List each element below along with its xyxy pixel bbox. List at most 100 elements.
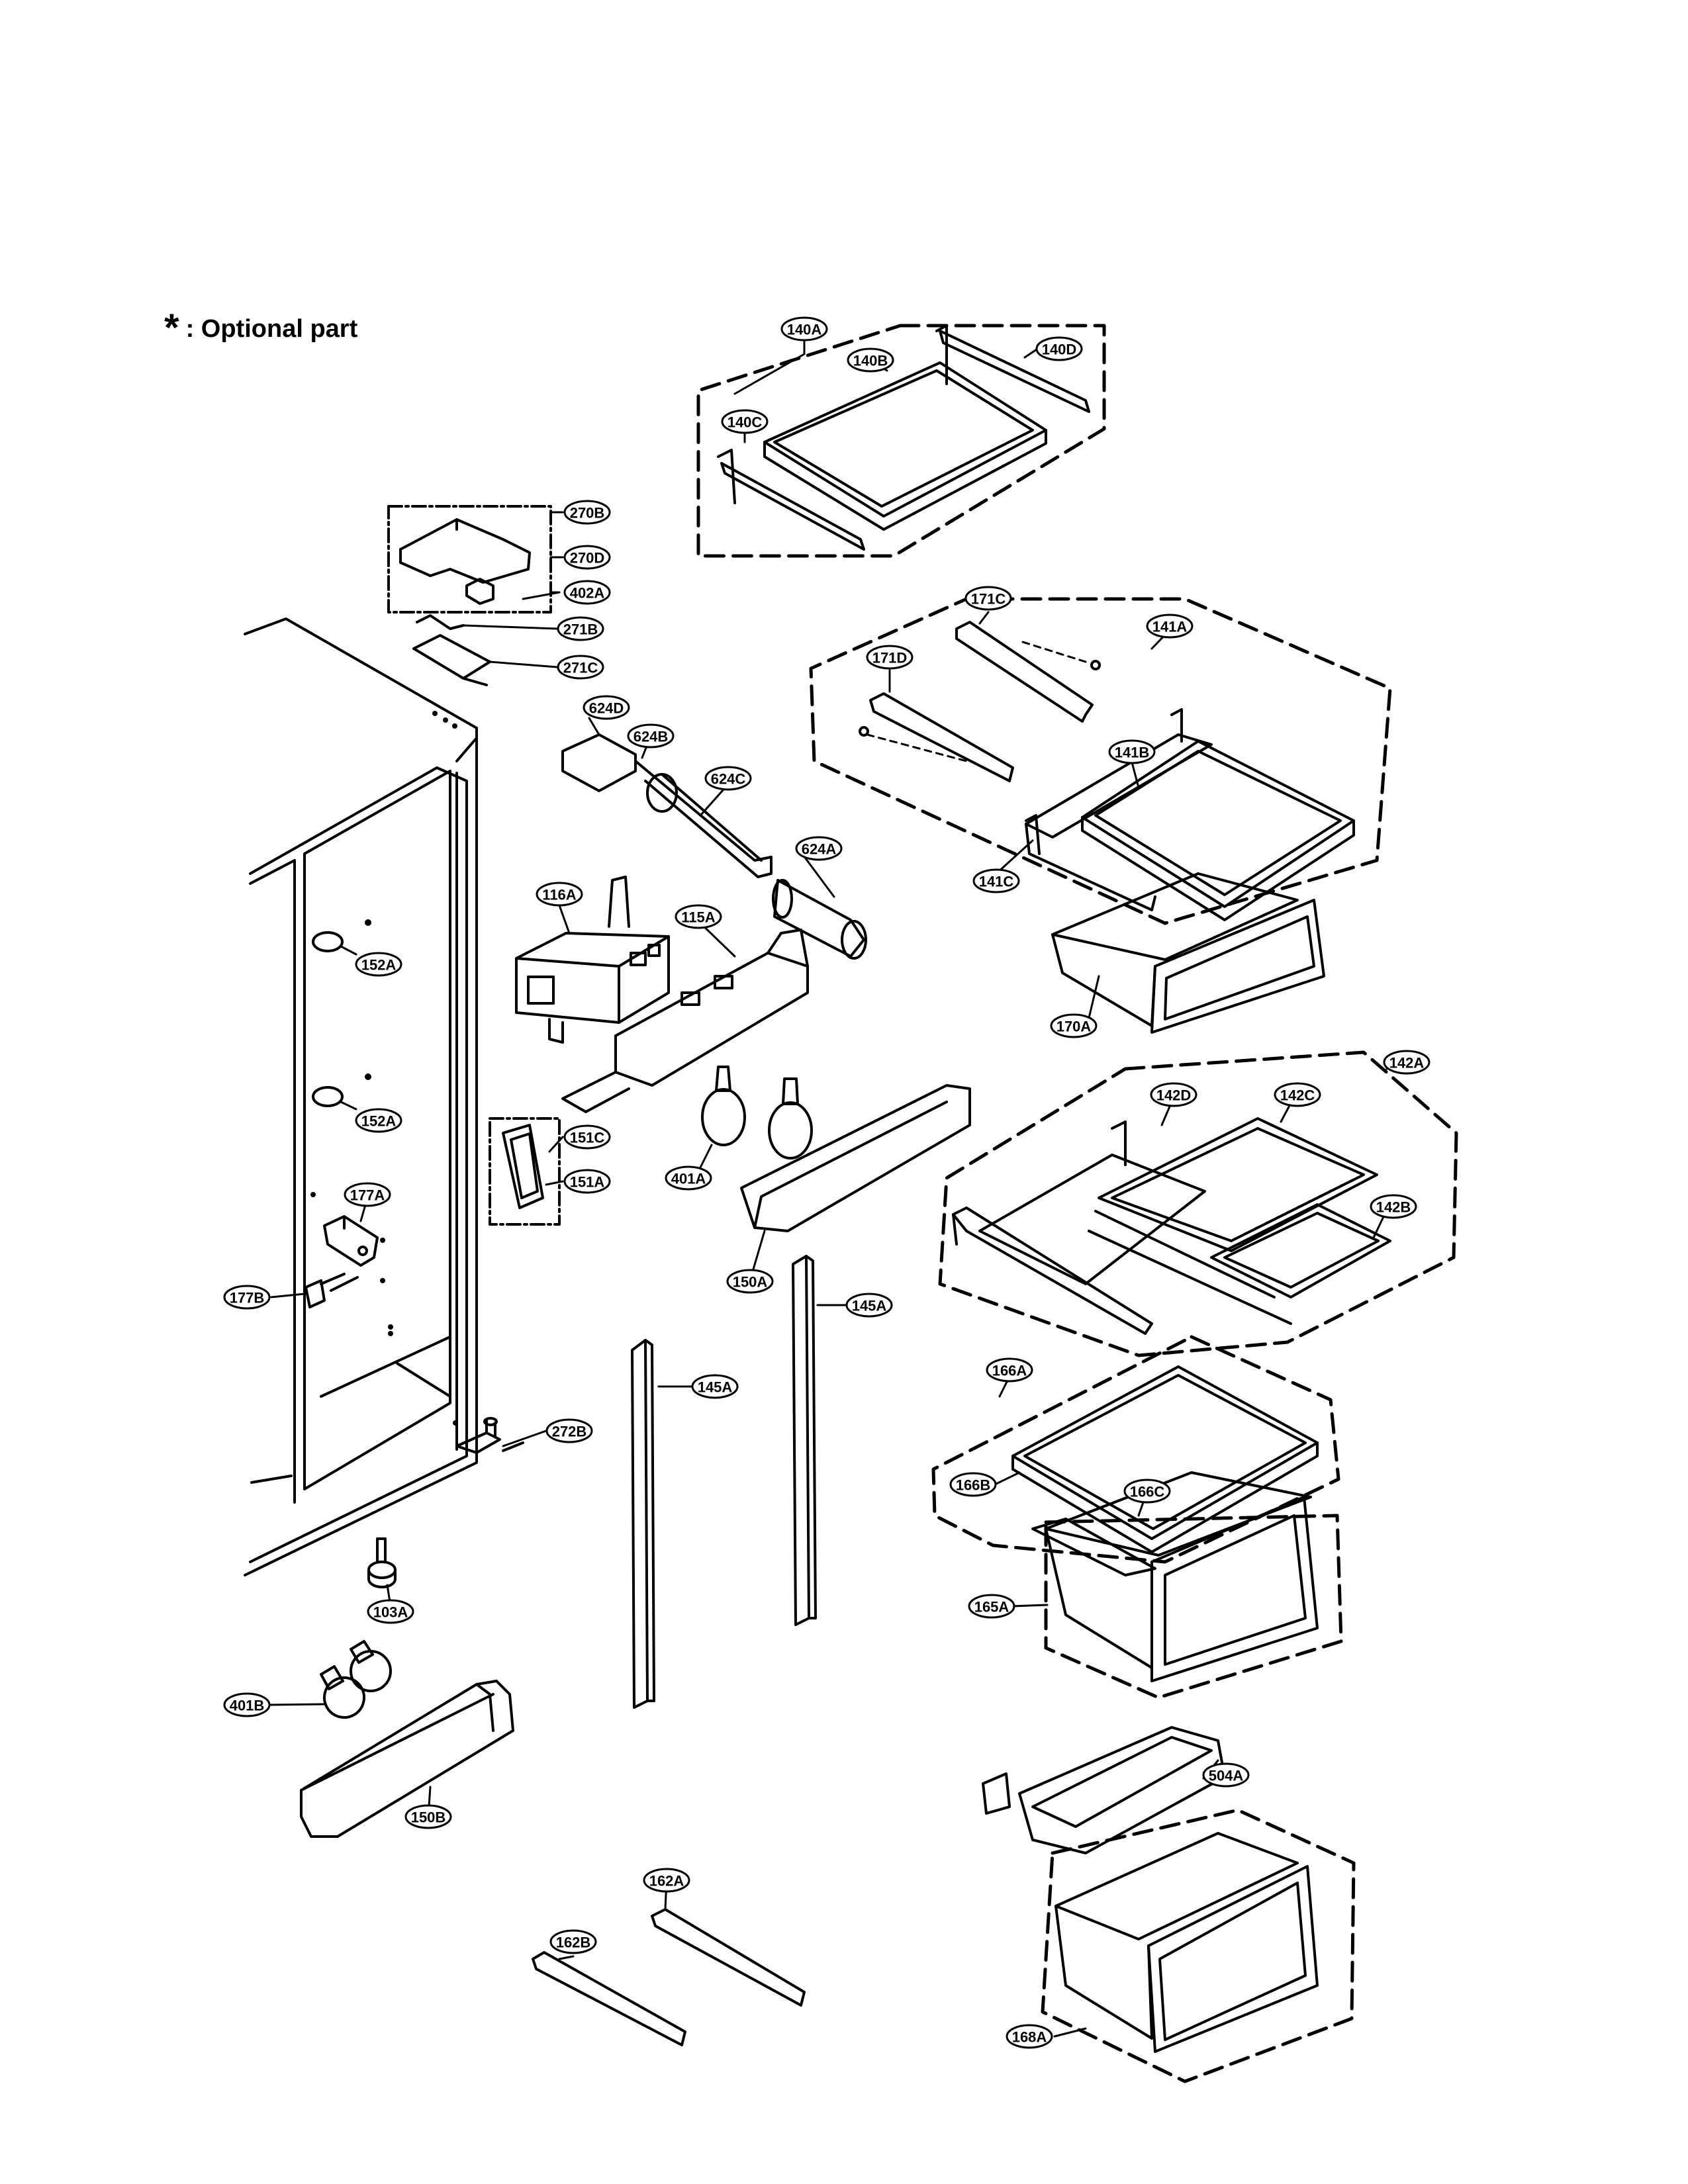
- upright-145A-right: [792, 1255, 817, 1626]
- svg-text:140B: 140B: [853, 353, 888, 369]
- leveling-foot-103A: [367, 1537, 397, 1588]
- callout-140D: 140D: [1035, 336, 1083, 361]
- rail-171C: [955, 621, 1094, 723]
- svg-text:171C: 171C: [971, 591, 1006, 608]
- callout-166C: 166C: [1123, 1479, 1171, 1504]
- air-duct-assembly-624: [561, 733, 867, 960]
- clip-271B: [416, 614, 465, 630]
- group-270B-boundary: [387, 505, 552, 614]
- svg-text:103A: 103A: [373, 1604, 408, 1621]
- svg-text:177A: 177A: [350, 1187, 385, 1204]
- drawer-168A: [1055, 1832, 1319, 2053]
- cover-270D: [399, 518, 531, 584]
- group-142A-boundary: [938, 1050, 1458, 1357]
- callout-177A: 177A: [344, 1182, 391, 1207]
- callout-115A: 115A: [675, 904, 722, 929]
- svg-text:271C: 271C: [563, 660, 598, 676]
- svg-text:402A: 402A: [570, 585, 605, 602]
- svg-text:115A: 115A: [681, 909, 715, 926]
- callout-504A: 504A: [1202, 1762, 1250, 1788]
- panel-504A: [982, 1726, 1226, 1854]
- svg-text:504A: 504A: [1209, 1768, 1244, 1784]
- svg-text:142B: 142B: [1376, 1199, 1411, 1216]
- callout-270D: 270D: [563, 545, 611, 570]
- bracket-115A: [561, 929, 809, 1113]
- svg-text:145A: 145A: [698, 1379, 733, 1396]
- bracket-177B: [305, 1279, 326, 1308]
- callout-165A: 165A: [968, 1594, 1015, 1619]
- svg-text:165A: 165A: [974, 1599, 1009, 1615]
- svg-text:152A: 152A: [361, 1113, 397, 1130]
- svg-text:166B: 166B: [956, 1477, 991, 1494]
- svg-text:140D: 140D: [1042, 341, 1077, 358]
- callout-401B: 401B: [223, 1692, 271, 1717]
- svg-text:151A: 151A: [570, 1174, 605, 1191]
- svg-text:151C: 151C: [570, 1130, 605, 1146]
- callout-166B: 166B: [949, 1472, 997, 1497]
- bulbs-401A: [701, 1066, 813, 1160]
- svg-text:166A: 166A: [992, 1363, 1027, 1379]
- callout-272B: 272B: [545, 1418, 593, 1443]
- callout-142D: 142D: [1150, 1082, 1197, 1107]
- shelf-assembly-140: [717, 324, 1090, 551]
- callout-270B: 270B: [563, 500, 611, 525]
- callout-171D: 171D: [866, 645, 914, 670]
- rail-162B: [532, 1951, 686, 2046]
- svg-text:171D: 171D: [872, 650, 908, 666]
- callout-145A-right: 145A: [845, 1293, 893, 1318]
- svg-text:145A: 145A: [852, 1298, 887, 1314]
- filter-151A: [502, 1124, 544, 1209]
- badge-152A-upper: [312, 931, 344, 952]
- callout-151C: 151C: [563, 1124, 611, 1150]
- callout-271B: 271B: [557, 616, 604, 641]
- callout-177B: 177B: [223, 1285, 271, 1310]
- callout-271C: 271C: [557, 655, 604, 680]
- group-151A-boundary: [489, 1117, 561, 1226]
- svg-text:142A: 142A: [1389, 1055, 1425, 1071]
- callout-103A: 103A: [367, 1599, 414, 1624]
- svg-text:272B: 272B: [552, 1424, 587, 1440]
- callout-145A-left: 145A: [691, 1374, 739, 1399]
- callout-170A: 170A: [1050, 1013, 1098, 1038]
- svg-text:140C: 140C: [727, 414, 763, 431]
- drawer-cover-166A: [1011, 1365, 1319, 1576]
- svg-text:162B: 162B: [556, 1934, 591, 1951]
- svg-text:116A: 116A: [542, 887, 576, 903]
- module-116A: [515, 876, 670, 1044]
- refrigerator-cabinet: [244, 617, 478, 1576]
- callout-141A: 141A: [1146, 614, 1194, 639]
- lamp-socket-402A: [465, 578, 494, 605]
- callout-116A: 116A: [536, 882, 583, 907]
- optional-asterisk: *: [164, 306, 179, 349]
- callout-140A: 140A: [780, 316, 828, 341]
- callout-151A: 151A: [563, 1169, 611, 1194]
- svg-text:624A: 624A: [802, 841, 837, 858]
- drawer-165A: [1045, 1471, 1319, 1682]
- group-166A-boundary: [931, 1335, 1340, 1564]
- svg-text:401B: 401B: [230, 1698, 265, 1714]
- callout-141B: 141B: [1108, 739, 1156, 764]
- rail-171D: [869, 692, 1014, 782]
- bulbs-401B: [320, 1640, 392, 1719]
- svg-text:401A: 401A: [671, 1171, 706, 1187]
- svg-text:142C: 142C: [1280, 1087, 1315, 1104]
- callout-142C: 142C: [1274, 1082, 1321, 1107]
- callout-152A-upper: 152A: [355, 952, 402, 977]
- svg-text:150A: 150A: [733, 1274, 768, 1291]
- bracket-177A: [323, 1215, 379, 1267]
- svg-text:624D: 624D: [589, 700, 624, 717]
- svg-text:624C: 624C: [711, 771, 746, 788]
- svg-text:177B: 177B: [230, 1290, 265, 1306]
- callout-401A: 401A: [665, 1165, 712, 1191]
- callout-402A: 402A: [563, 580, 611, 605]
- svg-text:162A: 162A: [649, 1873, 684, 1889]
- rail-162A: [651, 1908, 806, 2007]
- bracket-271C: [412, 634, 491, 686]
- svg-text:168A: 168A: [1012, 2029, 1047, 2046]
- svg-text:166C: 166C: [1130, 1484, 1165, 1500]
- svg-text:142D: 142D: [1156, 1087, 1192, 1104]
- optional-part-legend: *: Optional part: [164, 306, 357, 350]
- callout-624A: 624A: [795, 836, 843, 861]
- lamp-cover-150A: [740, 1084, 971, 1232]
